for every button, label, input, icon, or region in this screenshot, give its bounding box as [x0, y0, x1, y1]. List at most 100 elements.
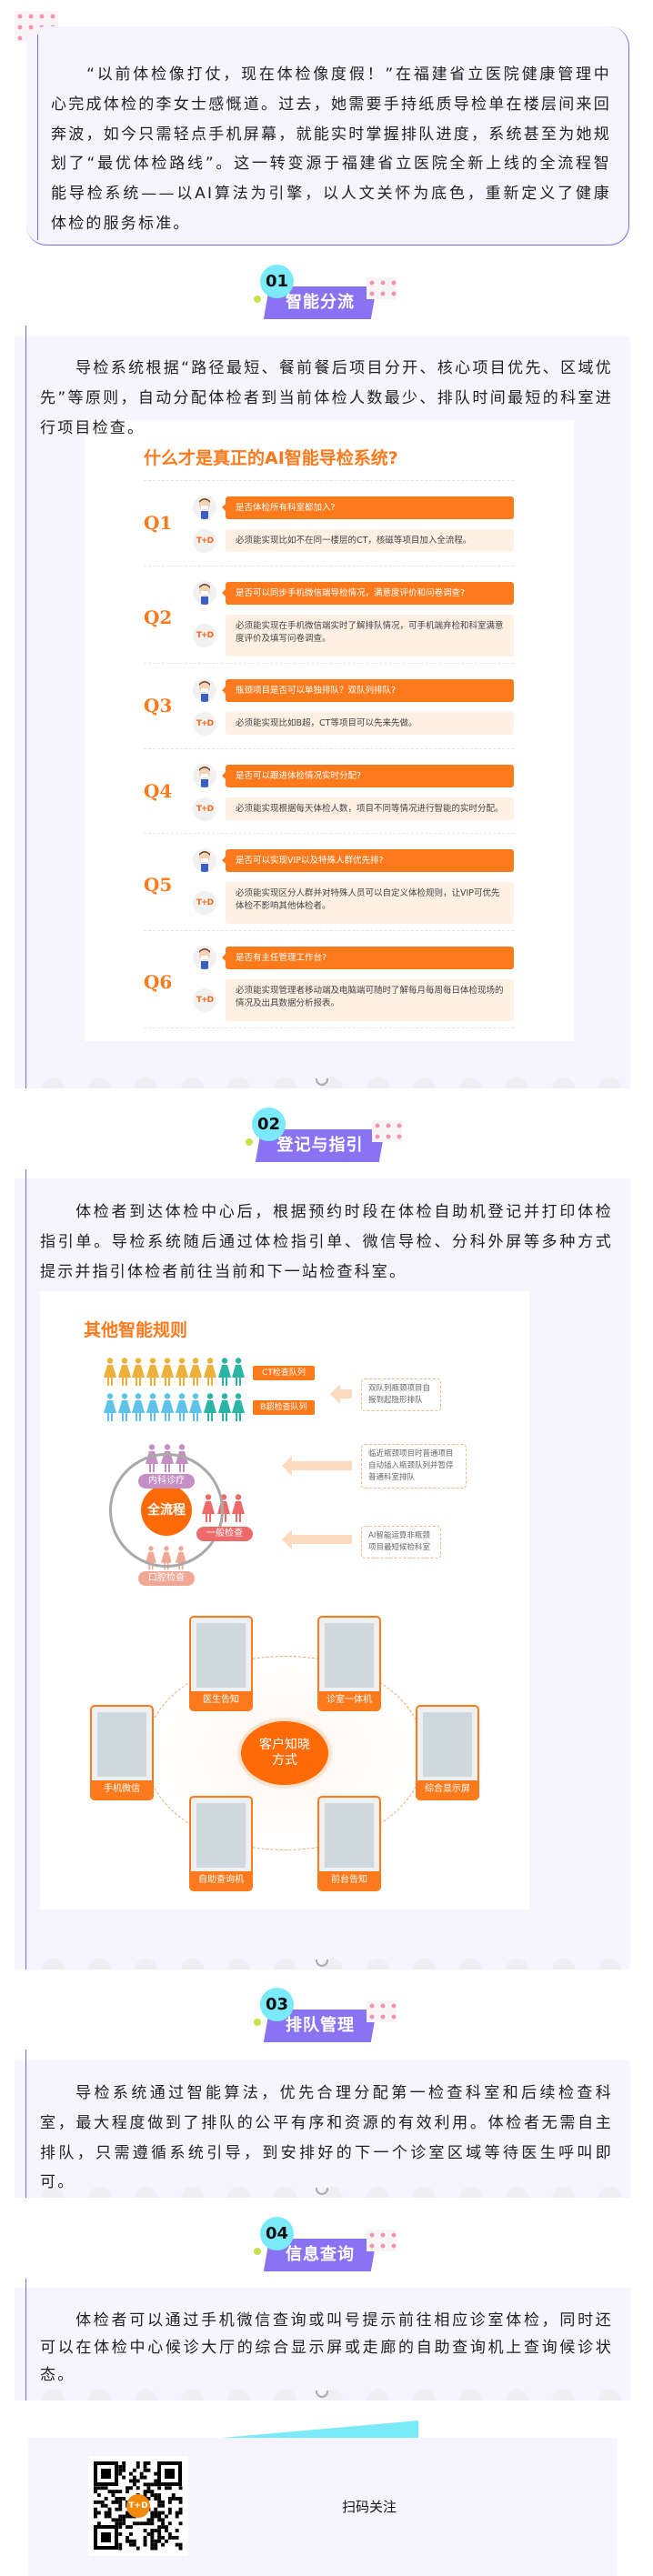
scallop-decoration: [30, 2185, 626, 2198]
answer-bubble: 必须能实现在手机微信端实时了解排队情况，可手机端弃检和科室满意度评价及填写问卷调…: [226, 615, 514, 657]
person-icon: [203, 1358, 216, 1387]
divider: [25, 2279, 26, 2401]
person-icon: [160, 1358, 174, 1387]
question-bubble: 是否体检所有科室都加入?: [222, 496, 514, 519]
td-logo-icon: T+D: [193, 624, 216, 647]
section-panel-03: [15, 2060, 630, 2198]
dot-decoration: [246, 1138, 253, 1146]
section-text: 导检系统通过智能算法，优先合理分配第一检查科室和后续检查科室，最大程度做到了排队…: [40, 2084, 613, 2192]
channel-photo: [423, 1712, 472, 1777]
rule-note: 双队列瓶颈项目自报到起隐形排队: [361, 1378, 441, 1411]
td-logo-icon: T+D: [193, 797, 216, 821]
question-bubble: 瓶颈项目是否可以单独排队？双队列排队?: [222, 679, 514, 702]
person-icon: [189, 1393, 203, 1422]
channel-label: 医生告知: [191, 1691, 251, 1709]
answer-bubble: 必须能实现区分人群并对特殊人员可以自定义体检规则，让VIP可优先体检不影响其他体…: [226, 882, 514, 924]
person-icon: [104, 1358, 116, 1387]
channel-label: 诊室一体机: [319, 1691, 379, 1709]
dot-pattern-decoration: [367, 2000, 397, 2022]
answer-bubble: 必须能实现比如B超，CT等项目可以先来先做。: [226, 712, 514, 735]
person-icon: [132, 1358, 146, 1387]
person-icon: [146, 1393, 160, 1422]
flow-center: 全流程: [141, 1485, 192, 1536]
answer-bubble: 必须能实现管理者移动端及电脑端可随时了解每月每周每日体检现场的情况及出具数据分析…: [226, 979, 514, 1021]
section-number: 04: [260, 2217, 294, 2250]
dotted-divider: [144, 833, 514, 834]
person-icon: [175, 1358, 188, 1387]
qr-code[interactable]: T+D: [88, 2456, 188, 2556]
person-icon: [132, 1393, 146, 1422]
channels-center: 客户知晓方式: [241, 1721, 328, 1785]
rule-note: 临近瓶颈项目时普通项目自动插入瓶颈队列并暂停普通科室排队: [361, 1444, 467, 1488]
user-avatar-icon: [193, 496, 216, 519]
cyan-triangle-decoration: [212, 2421, 418, 2439]
channel-photo: [325, 1803, 374, 1868]
td-logo-icon: T+D: [193, 528, 216, 553]
dot-pattern-decoration: [367, 2230, 397, 2251]
person-icon: [189, 1358, 203, 1387]
section-header-03: 排队管理 03: [246, 1988, 397, 2042]
user-avatar-icon: [193, 764, 216, 787]
question-number: Q3: [144, 694, 173, 717]
scallop-decoration: [30, 1076, 626, 1088]
channel-card: 医生告知: [189, 1616, 253, 1711]
section-title: 登记与指引: [276, 1136, 364, 1155]
answer-bubble: 必须能实现比如不在同一楼层的CT，核磁等项目加入全流程。: [226, 529, 514, 552]
queue-label-bultrasound: B超检查队列: [253, 1400, 315, 1415]
dotted-divider: [144, 748, 514, 749]
section-text: 体检者可以通过手机微信查询或叫号提示前往相应诊室体检，同时还可以在体检中心候诊大…: [40, 2311, 613, 2384]
section-number: 03: [260, 1988, 294, 2021]
person-icon: [117, 1393, 131, 1422]
queue-label-ct: CT检查队列: [253, 1366, 315, 1380]
section-text: 体检者到达体检中心后，根据预约时段在体检自助机登记并打印体检指引单。导检系统随后…: [40, 1203, 613, 1281]
question-number: Q5: [144, 874, 173, 896]
person-icon: [160, 1393, 174, 1422]
divider: [37, 35, 38, 240]
dot-decoration: [254, 296, 261, 303]
footer-label: 扫码关注: [342, 2499, 397, 2515]
section-number: 02: [252, 1108, 286, 1141]
channel-card: 前台告知: [317, 1796, 381, 1891]
question-bubble: 是否可以同步手机微信端导检情况，满意度评价和问卷调查?: [222, 582, 514, 605]
question-number: Q2: [144, 606, 173, 628]
channel-label: 前台告知: [319, 1871, 379, 1889]
channel-label: 手机微信: [92, 1780, 152, 1799]
rules-title: 其他智能规则: [84, 1320, 188, 1340]
divider: [25, 1169, 26, 1970]
arrow-left-icon: [282, 1456, 352, 1476]
dot-decoration: [254, 2248, 261, 2255]
question-bubble: 是否可以实现VIP以及特殊人群优先排?: [222, 849, 514, 872]
scallop-decoration: [30, 1957, 626, 1970]
person-icon: [232, 1393, 246, 1422]
section-title: 信息查询: [286, 2245, 355, 2264]
group-label: 口腔检查: [138, 1571, 195, 1586]
person-icon: [117, 1358, 131, 1387]
divider: [25, 2050, 26, 2198]
qr-logo: T+D: [126, 2494, 150, 2518]
channel-photo: [325, 1623, 374, 1688]
arc-decoration: [316, 2188, 328, 2195]
arc-decoration: [316, 1078, 328, 1086]
question-number: Q1: [144, 511, 173, 534]
group-label: 内科诊疗: [138, 1474, 195, 1488]
section-text: 导检系统根据“路径最短、餐前餐后项目分开、核心项目优先、区域优先”等原则，自动分…: [40, 359, 613, 437]
channel-photo: [97, 1712, 146, 1777]
channel-photo: [196, 1803, 246, 1868]
arc-decoration: [316, 1960, 328, 1967]
qa-title: 什么才是真正的AI智能导检系统?: [144, 448, 398, 468]
channel-label: 自助查询机: [191, 1871, 251, 1889]
person-icon: [232, 1358, 246, 1387]
person-icon: [175, 1393, 188, 1422]
channel-card: 自助查询机: [189, 1796, 253, 1891]
user-avatar-icon: [193, 946, 216, 969]
answer-bubble: 必须能实现根据每天体检人数，项目不同等情况进行智能的实时分配。: [226, 797, 514, 820]
dotted-divider: [144, 480, 514, 481]
dotted-divider: [144, 663, 514, 664]
dot-decoration: [254, 2019, 261, 2026]
user-avatar-icon: [193, 581, 216, 605]
person-icon: [104, 1393, 116, 1422]
td-logo-icon: T+D: [193, 891, 216, 915]
flow-ring: [109, 1453, 224, 1568]
rule-note: AI智能运算非瓶颈项目最短候检科室: [361, 1526, 441, 1559]
section-header-04: 信息查询 04: [246, 2217, 397, 2271]
